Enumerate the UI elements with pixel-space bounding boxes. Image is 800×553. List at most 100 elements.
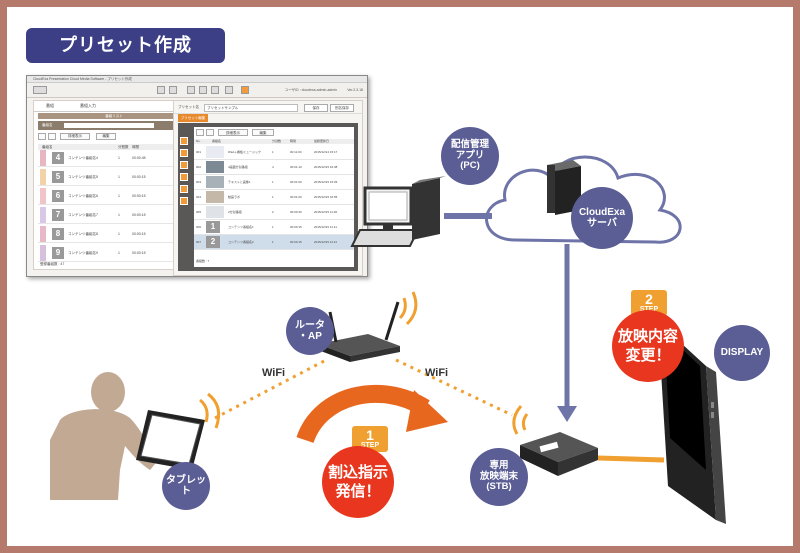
row-number: 8 — [52, 228, 64, 240]
edit-button: 編集 — [252, 129, 274, 136]
col-header: 分割数 — [272, 139, 282, 143]
preset-name-field: プリセットサンプル — [204, 104, 298, 112]
row-name: コンテンツ番組名2 — [228, 240, 254, 244]
row-id: 005 — [196, 210, 202, 214]
list-item: 8 コンテンツ番組名8 1 00:00:15 — [38, 226, 190, 243]
wifi-line-left — [214, 358, 327, 420]
row-date: 2015/12/15 11:11 — [314, 225, 337, 229]
row-name: iPad＋看板ミュージック — [228, 150, 261, 154]
row-time: 00:00:15 — [132, 213, 146, 217]
row-count: 1 — [272, 195, 274, 199]
logo-icon — [33, 86, 47, 94]
row-count: 1 — [118, 194, 120, 198]
tab-program-input: 番組入力 — [80, 103, 96, 108]
person-icon — [50, 372, 160, 500]
pc-icon — [350, 176, 446, 247]
col-header: 番組名 — [212, 139, 222, 143]
preset-columns: No. 番組名 分割数 時間 最終更新日 — [194, 139, 354, 144]
left-footer: 登録番組数 : 47 — [40, 262, 65, 266]
col-header: 時間 — [132, 145, 139, 149]
row-name: コンテンツ番組名7 — [68, 213, 98, 217]
row-id: 006 — [196, 225, 202, 229]
router-label: ルータ ・AP — [286, 307, 334, 355]
search-input — [64, 123, 154, 128]
preset-label: プリセット名 — [178, 105, 199, 109]
view-icon — [206, 129, 214, 136]
step-1-message: 割込指示 発信！ — [322, 446, 394, 518]
program-list-pane: 番組 番組入力 番組リスト 番組名 ⌕ 詳細表示 編集 番組名 分割数 時間 4… — [33, 100, 195, 270]
thumbnail — [206, 191, 224, 203]
row-id: 004 — [196, 195, 202, 199]
row-number: 5 — [52, 171, 64, 183]
view-icon — [38, 133, 46, 140]
row-time: 00:00:15 — [290, 240, 302, 244]
col-header: 時間 — [290, 139, 297, 143]
row-time: 00:01:10 — [290, 165, 302, 169]
row-time: 00:00:45 — [132, 156, 146, 160]
row-count: 1 — [118, 232, 120, 236]
row-time: 00:00:15 — [132, 232, 146, 236]
tab-preset-edit: プリセット編集 — [178, 114, 208, 122]
toolbar-icon — [187, 86, 195, 94]
row-time: 00:01:00 — [290, 180, 302, 184]
app-title-bar: CloudExa Presentation Cloud Media Softwa… — [27, 76, 367, 83]
row-count: 2 — [272, 210, 274, 214]
toolbar-active-icon — [241, 86, 249, 94]
row-time: 00:00:15 — [290, 225, 302, 229]
row-name: 動画ラボ — [228, 195, 241, 199]
row-id: 003 — [196, 180, 202, 184]
row-id: 002 — [196, 165, 202, 169]
step-1-number: 1 — [366, 427, 374, 443]
row-name: コンテンツ番組名8 — [68, 232, 98, 236]
toolbar-icon — [169, 86, 177, 94]
row-time: 00:00:15 — [132, 251, 146, 255]
thumbnail — [206, 146, 224, 158]
app-screenshot: CloudExa Presentation Cloud Media Softwa… — [26, 75, 368, 277]
page-title: プリセット作成 — [26, 28, 225, 63]
side-icons — [180, 137, 190, 209]
left-tabs: 番組 番組入力 — [34, 101, 194, 112]
left-buttons: 詳細表示 編集 — [38, 132, 190, 142]
edit-button: 編集 — [96, 133, 116, 140]
left-header: 番組リスト — [38, 113, 190, 119]
stb-label: 専用 放映端末 (STB) — [470, 448, 528, 506]
row-count: 1 — [118, 156, 120, 160]
step-2-message: 放映内容 変更！ — [612, 310, 684, 382]
thumbnail — [206, 176, 224, 188]
toolbar-icon — [211, 86, 219, 94]
row-count: 1 — [272, 225, 274, 229]
col-header: No. — [196, 139, 201, 143]
row-count: 1 — [118, 175, 120, 179]
thumbnail — [206, 206, 224, 218]
row-time: 00:00:30 — [290, 210, 302, 214]
row-date: 2015/12/15 11:11 — [314, 240, 337, 244]
left-columns: 番組名 分割数 時間 — [38, 144, 190, 150]
display-label: DISPLAY — [714, 325, 770, 381]
row-count: 1 — [272, 150, 274, 154]
view-icon — [48, 133, 56, 140]
step-1-word: STEP — [360, 442, 380, 449]
row-number: 2 — [206, 236, 220, 248]
row-name: 4画面分割番組 — [228, 165, 248, 169]
row-number: 1 — [206, 221, 220, 233]
toolbar-icon — [157, 86, 165, 94]
user-id: ユーザID : cloudexa-admin-admin — [284, 88, 337, 92]
toolbar-icon — [225, 86, 233, 94]
view-icon — [196, 129, 204, 136]
row-count: 1 — [272, 240, 274, 244]
row-name: コンテンツ番組名6 — [68, 194, 98, 198]
row-number: 6 — [52, 190, 64, 202]
pc-label: 配信管理 アプリ (PC) — [441, 127, 499, 185]
row-name: 2分割番組 — [228, 210, 242, 214]
